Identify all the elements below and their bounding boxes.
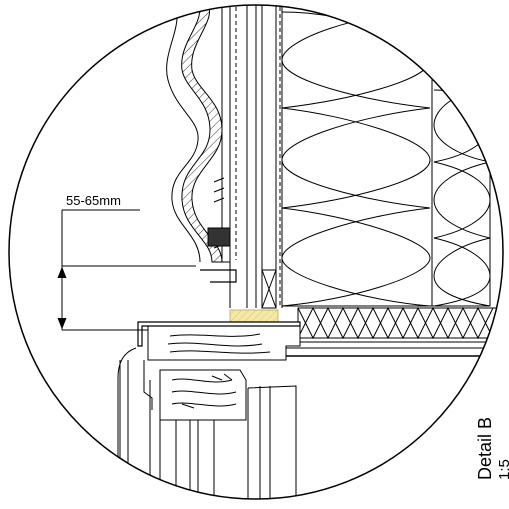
dimension-label: 55-65mm — [66, 193, 121, 208]
cladding-profile — [166, 5, 237, 283]
detail-title: Detail B — [475, 417, 495, 480]
wall-insulation — [281, 5, 491, 307]
floor-insulation — [284, 305, 500, 357]
detail-scale: 1:5 — [496, 459, 509, 480]
frame-studs — [229, 5, 283, 309]
window-frame — [117, 321, 301, 499]
detail-circle-outline — [8, 4, 504, 500]
detail-circle-content — [57, 5, 500, 499]
dimension-lines — [57, 209, 196, 331]
